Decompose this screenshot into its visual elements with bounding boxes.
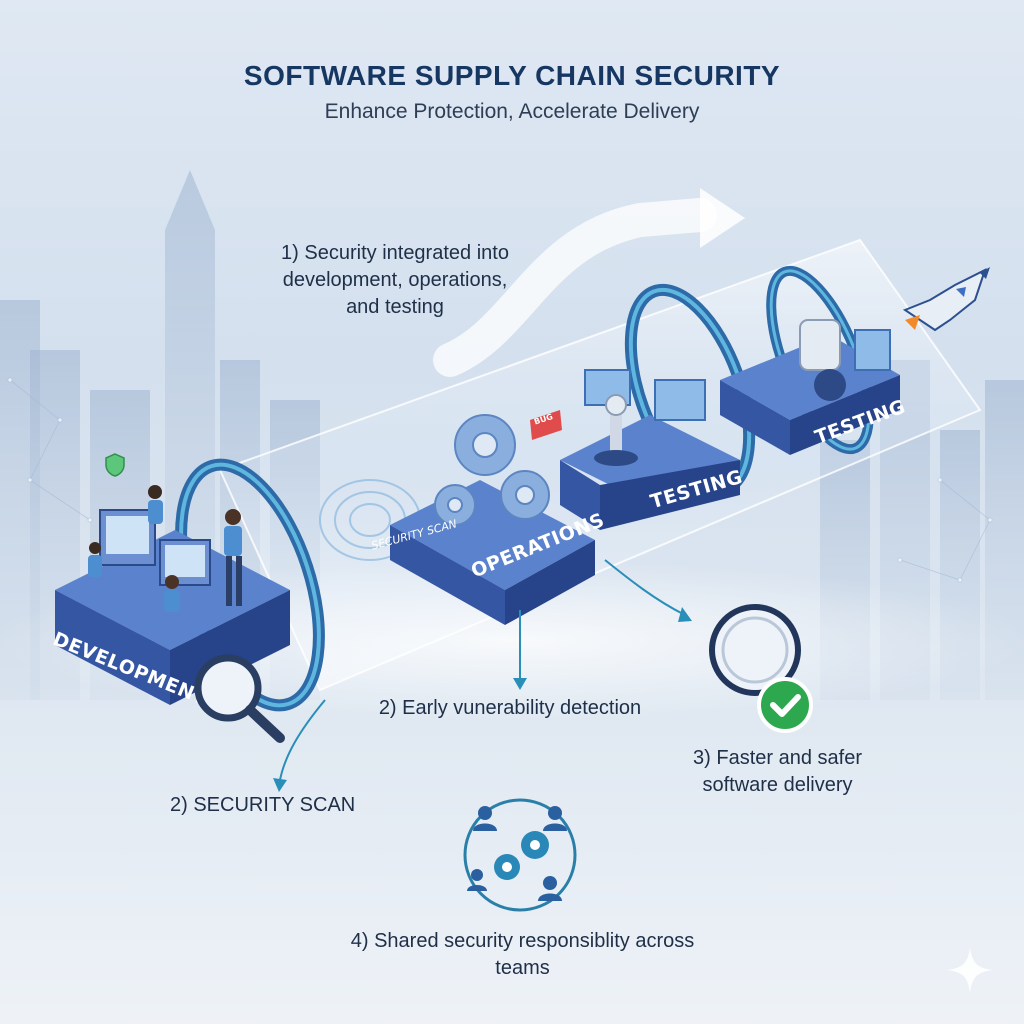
testing-robot-arm — [584, 369, 706, 466]
magnifier-icon — [194, 654, 285, 743]
callout-security-scan: 2) SECURITY SCAN — [170, 794, 356, 816]
sparkle-icon — [947, 947, 993, 993]
check-circle-icon — [709, 604, 813, 733]
shield-icon — [105, 453, 125, 477]
rocket-icon — [902, 267, 990, 332]
page-subtitle: Enhance Protection, Accelerate Delivery — [324, 100, 700, 123]
operations-gears-icon — [434, 414, 550, 526]
bug-tag — [530, 410, 562, 440]
team-gears-icon — [463, 798, 577, 912]
page-title: SOFTWARE SUPPLY CHAIN SECURITY — [243, 60, 781, 91]
callout-integrated: 1) Security integrated into development,… — [281, 242, 509, 318]
developer-team — [88, 485, 242, 612]
callout-early-detection: 2) Early vunerability detection — [378, 697, 642, 719]
testing-robot — [799, 319, 891, 401]
callout-faster-delivery: 3) Faster and safer software delivery — [693, 747, 862, 796]
callout-shared-responsibility: 4) Shared security responsiblity across … — [350, 930, 695, 979]
testing-mid-platform — [560, 415, 740, 530]
